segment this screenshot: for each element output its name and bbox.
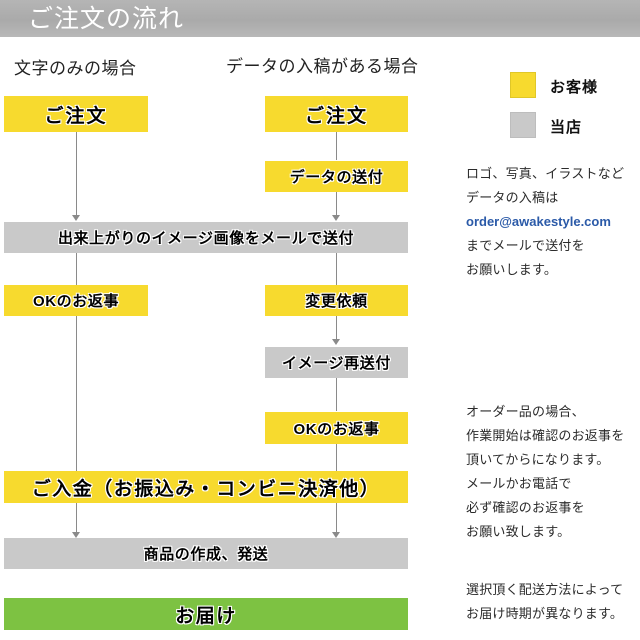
- flow-box-left-ok-reply[interactable]: OKのお返事: [4, 285, 148, 316]
- connector-right-order-to-data: [336, 132, 337, 160]
- legend-label-shop: 当店: [550, 119, 583, 136]
- flow-box-image-resend[interactable]: イメージ再送付: [265, 347, 408, 378]
- arrow-change-to-resend: [332, 339, 340, 345]
- flow-box-data-submission[interactable]: データの送付: [265, 161, 408, 192]
- flow-box-delivery[interactable]: お届け: [4, 598, 408, 630]
- connector-right-data-to-image: [336, 192, 337, 216]
- note-data-submission: ロゴ、写真、イラストなど データの入稿は order@awakestyle.co…: [466, 162, 640, 282]
- contact-email-link[interactable]: order@awakestyle.com: [466, 214, 611, 229]
- arrow-payment-to-production-left: [72, 532, 80, 538]
- connector-right-ok-to-payment: [336, 444, 337, 471]
- page-header-bar: [0, 0, 640, 37]
- arrow-payment-to-production-right: [332, 532, 340, 538]
- page-title: ご注文の流れ: [28, 5, 185, 33]
- connector-image-to-left-ok: [76, 253, 77, 285]
- connector-payment-to-production-right: [336, 503, 337, 533]
- note-order-confirmation-line1: オーダー品の場合、: [466, 404, 585, 419]
- flow-box-image-mail[interactable]: 出来上がりのイメージ画像をメールで送付: [4, 222, 408, 253]
- connector-left-ok-to-payment: [76, 316, 77, 471]
- note-delivery-timing: 選択頂く配送方法によって お届け時期が異なります。: [466, 578, 640, 626]
- note-order-confirmation-line2: 作業開始は確認のお返事を: [466, 428, 625, 443]
- legend-swatch-customer: [510, 72, 536, 98]
- legend-swatch-shop: [510, 112, 536, 138]
- note-data-submission-line1: ロゴ、写真、イラストなど: [466, 166, 625, 181]
- legend-label-customer: お客様: [550, 79, 599, 96]
- flow-box-left-order[interactable]: ご注文: [4, 96, 148, 132]
- note-order-confirmation-line4: メールかお電話で: [466, 476, 572, 491]
- note-order-confirmation-line6: お願い致します。: [466, 524, 571, 539]
- note-data-submission-line3: までメールで送付を: [466, 238, 585, 253]
- note-order-confirmation: オーダー品の場合、 作業開始は確認のお返事を 頂いてからになります。 メールかお…: [466, 400, 640, 544]
- note-delivery-timing-line2: お届け時期が異なります。: [466, 606, 624, 621]
- note-order-confirmation-line5: 必ず確認のお返事を: [466, 500, 585, 515]
- flow-box-change-request[interactable]: 変更依頼: [265, 285, 408, 316]
- note-delivery-timing-line1: 選択頂く配送方法によって: [466, 582, 624, 597]
- connector-image-to-change-request: [336, 253, 337, 285]
- connector-payment-to-production-left: [76, 503, 77, 533]
- flow-box-payment[interactable]: ご入金（お振込み・コンビニ決済他）: [4, 471, 408, 503]
- note-data-submission-line2: データの入稿は: [466, 190, 559, 205]
- note-data-submission-line4: お願いします。: [466, 262, 558, 277]
- connector-change-to-resend: [336, 316, 337, 340]
- arrow-left-order-to-image: [72, 215, 80, 221]
- right-column-caption: データの入稿がある場合: [226, 57, 419, 76]
- flow-box-right-order[interactable]: ご注文: [265, 96, 408, 132]
- connector-resend-to-right-ok: [336, 378, 337, 411]
- left-column-caption: 文字のみの場合: [14, 59, 137, 78]
- arrow-right-data-to-image: [332, 215, 340, 221]
- flow-box-production-shipping[interactable]: 商品の作成、発送: [4, 538, 408, 569]
- flow-box-right-ok-reply[interactable]: OKのお返事: [265, 412, 408, 444]
- connector-left-order-to-image: [76, 132, 77, 216]
- note-order-confirmation-line3: 頂いてからになります。: [466, 452, 610, 467]
